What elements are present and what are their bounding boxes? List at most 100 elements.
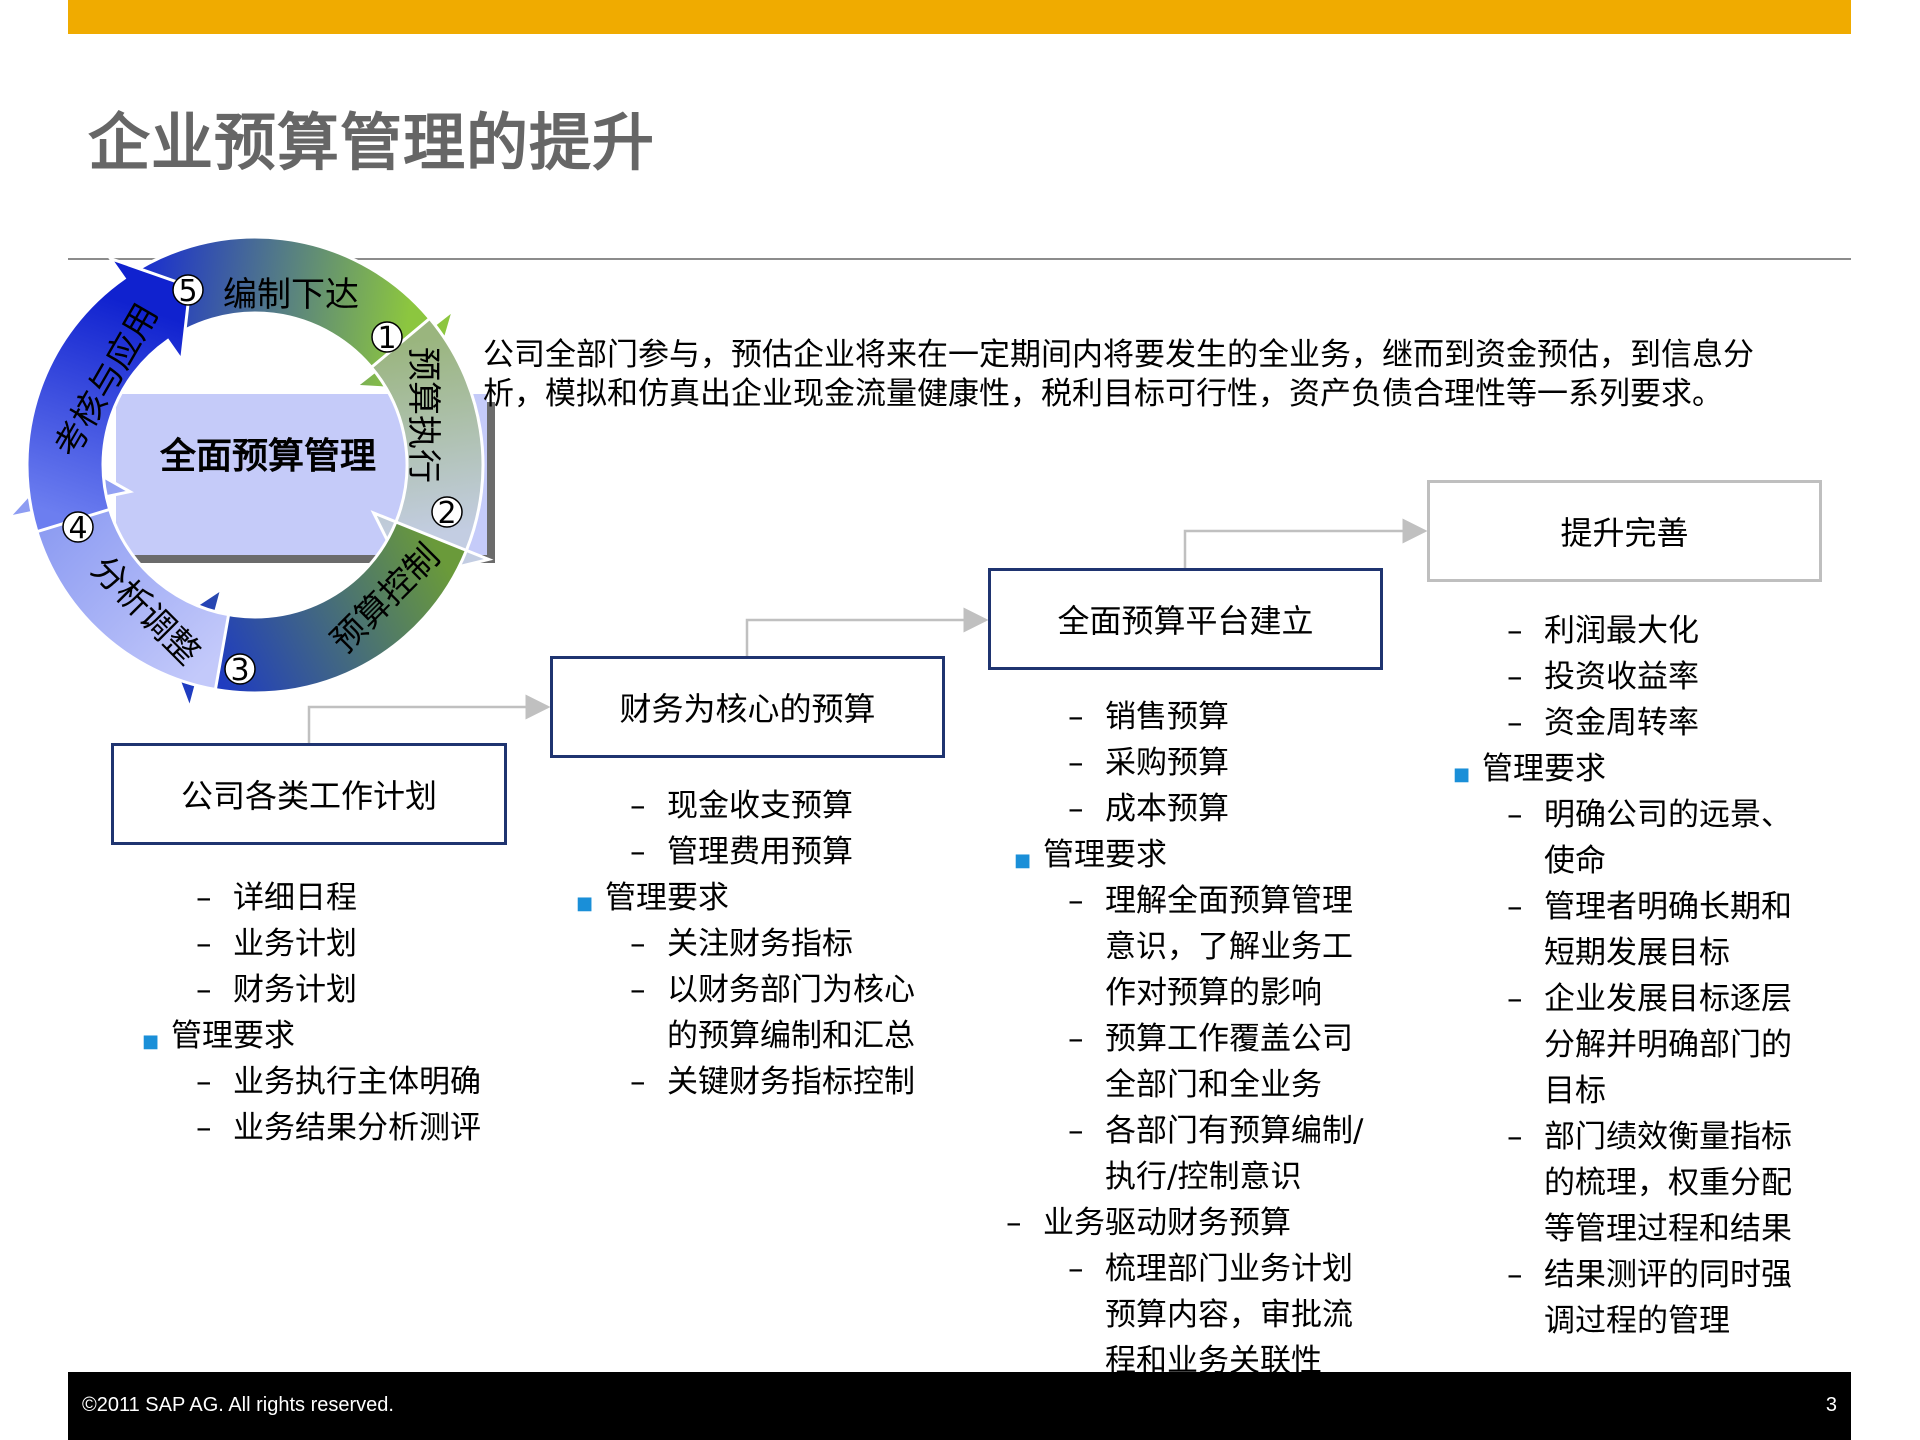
list-item-text: 各部门有预算编制/ 执行/控制意识 xyxy=(1105,1113,1364,1195)
stage-list-platform: –销售预算–采购预算– 成本预算■管理要求–理解全面预算管理 意识，了解业务工 … xyxy=(1006,694,1363,1384)
list-item-text: 业务执行主体明确 xyxy=(233,1064,481,1100)
bullet-marker: ■ xyxy=(1014,850,1032,871)
dash-marker: – xyxy=(1507,659,1523,695)
list-item: –部门绩效衡量指标 的梳理，权重分配 等管理过程和结果 xyxy=(1453,1114,1792,1252)
step-number-circle xyxy=(224,653,256,685)
dash-marker: – xyxy=(196,972,212,1008)
list-item: –理解全面预算管理 意识，了解业务工 作对预算的影响 xyxy=(1014,878,1363,1016)
list-item: –管理者明确长期和 短期发展目标 xyxy=(1453,884,1792,976)
list-item-text: 梳理部门业务计划 预算内容，审批流 程和业务关联性 xyxy=(1105,1251,1353,1379)
stage-list-finance-budget: –现金收支预算–管理费用预算■管理要求–关注财务指标–以财务部门为核心 的预算编… xyxy=(576,783,915,1105)
dash-marker: – xyxy=(1068,1251,1084,1287)
bullet-marker: ■ xyxy=(1453,764,1471,785)
step-number-circle xyxy=(172,274,204,306)
list-item-text: 销售预算 xyxy=(1105,699,1229,735)
stage-list-work-plans: –详细日程–业务计划–财务计划■管理要求–业务执行主体明确–业务结果分析测评 xyxy=(142,875,481,1151)
list-item-text: 关键财务指标控制 xyxy=(667,1064,915,1100)
list-item-text: 采购预算 xyxy=(1105,745,1229,781)
list-item: –预算工作覆盖公司 全部门和全业务 xyxy=(1014,1016,1363,1108)
dash-marker: – xyxy=(1068,791,1084,827)
list-item: –销售预算 xyxy=(1014,694,1363,740)
list-item-text: 管理要求 xyxy=(171,1018,295,1054)
list-item-text: 管理要求 xyxy=(605,880,729,916)
intro-paragraph: 公司全部门参与，预估企业将来在一定期间内将要发生的全业务，继而到资金预估，到信息… xyxy=(483,337,1754,412)
list-item: –业务结果分析测评 xyxy=(142,1105,481,1151)
connector-arrow xyxy=(745,607,989,656)
list-item-text: 利润最大化 xyxy=(1544,613,1699,649)
list-item: –结果测评的同时强 调过程的管理 xyxy=(1453,1252,1792,1344)
list-item-text: 理解全面预算管理 意识，了解业务工 作对预算的影响 xyxy=(1105,883,1353,1011)
dash-marker: – xyxy=(1507,1257,1523,1293)
list-item-text: 管理费用预算 xyxy=(667,834,853,870)
footer-bar: ©2011 SAP AG. All rights reserved. 3 xyxy=(68,1372,1851,1440)
dash-marker: – xyxy=(1068,699,1084,735)
step-number: 3 xyxy=(230,653,249,688)
stage-list-improvement: –利润最大化–投资收益率–资金周转率■管理要求–明确公司的远景、 使命–管理者明… xyxy=(1453,608,1792,1344)
step-number-circle xyxy=(431,496,463,528)
list-item-text: 详细日程 xyxy=(233,880,357,916)
step-number: 1 xyxy=(377,321,396,356)
list-item: –明确公司的远景、 使命 xyxy=(1453,792,1792,884)
list-item-text: 预算工作覆盖公司 全部门和全业务 xyxy=(1105,1021,1353,1103)
step-number-circle xyxy=(371,321,403,353)
bullet-marker: ■ xyxy=(576,893,594,914)
dash-marker: – xyxy=(1068,745,1084,781)
dash-marker: – xyxy=(1507,705,1523,741)
list-item-text: 企业发展目标逐层 分解并明确部门的 目标 xyxy=(1544,981,1792,1109)
cycle-arrow-step-5 xyxy=(25,255,192,534)
bullet-item: ■ 管理要求 xyxy=(1014,832,1363,878)
list-item-text: 管理要求 xyxy=(1482,751,1606,787)
dash-marker: – xyxy=(630,1064,646,1100)
list-item: –各部门有预算编制/ 执行/控制意识 xyxy=(1014,1108,1363,1200)
dash-marker: – xyxy=(630,972,646,1008)
list-item-text: 关注财务指标 xyxy=(667,926,853,962)
bullet-item: ■ 管理要求 xyxy=(576,875,915,921)
dash-marker: – xyxy=(1507,613,1523,649)
step-number-circle xyxy=(62,511,94,543)
list-item: –现金收支预算 xyxy=(576,783,915,829)
stage-box-finance-budget: 财务为核心的预算 xyxy=(550,656,945,758)
list-item: –业务驱动财务预算 xyxy=(1006,1200,1363,1246)
list-item: –资金周转率 xyxy=(1453,700,1792,746)
dash-marker: – xyxy=(1068,883,1084,919)
list-item: –业务执行主体明确 xyxy=(142,1059,481,1105)
list-item-text: 业务驱动财务预算 xyxy=(1043,1205,1291,1241)
list-item: –梳理部门业务计划 预算内容，审批流 程和业务关联性 xyxy=(1014,1246,1363,1384)
dash-marker: – xyxy=(630,926,646,962)
connector-arrow xyxy=(1183,518,1428,568)
step-number: 4 xyxy=(68,511,87,546)
dash-marker: – xyxy=(1507,1119,1523,1155)
step-number: 2 xyxy=(437,496,456,531)
dash-marker: – xyxy=(630,788,646,824)
list-item-text: 现金收支预算 xyxy=(667,788,853,824)
list-item-text: 管理者明确长期和 短期发展目标 xyxy=(1544,889,1792,971)
list-item: –关注财务指标 xyxy=(576,921,915,967)
list-item: –投资收益率 xyxy=(1453,654,1792,700)
list-item: –采购预算 xyxy=(1014,740,1363,786)
list-item-text: 成本预算 xyxy=(1105,791,1229,827)
page-number: 3 xyxy=(1825,1394,1837,1416)
list-item: –详细日程 xyxy=(142,875,481,921)
page-title: 企业预算管理的提升 xyxy=(88,106,656,179)
list-item: –关键财务指标控制 xyxy=(576,1059,915,1105)
dash-marker: – xyxy=(1507,889,1523,925)
list-item: – 成本预算 xyxy=(1014,786,1363,832)
list-item: –业务计划 xyxy=(142,921,481,967)
list-item-text: 明确公司的远景、 使命 xyxy=(1544,797,1792,879)
stage-box-improvement: 提升完善 xyxy=(1427,480,1822,582)
cycle-step-label: 预算执行 xyxy=(403,347,443,483)
dash-marker: – xyxy=(1068,1113,1084,1149)
copyright-text: ©2011 SAP AG. All rights reserved. xyxy=(82,1394,394,1416)
cycle-step-label: 编制下达 xyxy=(223,275,359,315)
title-divider xyxy=(68,258,1851,260)
dash-marker: – xyxy=(196,880,212,916)
list-item-text: 业务结果分析测评 xyxy=(233,1110,481,1146)
list-item-text: 部门绩效衡量指标 的梳理，权重分配 等管理过程和结果 xyxy=(1544,1119,1792,1247)
list-item: –财务计划 xyxy=(142,967,481,1013)
list-item: –企业发展目标逐层 分解并明确部门的 目标 xyxy=(1453,976,1792,1114)
dash-marker: – xyxy=(1006,1205,1022,1241)
bullet-item: ■ 管理要求 xyxy=(1453,746,1792,792)
dash-marker: – xyxy=(630,834,646,870)
list-item-text: 管理要求 xyxy=(1043,837,1167,873)
